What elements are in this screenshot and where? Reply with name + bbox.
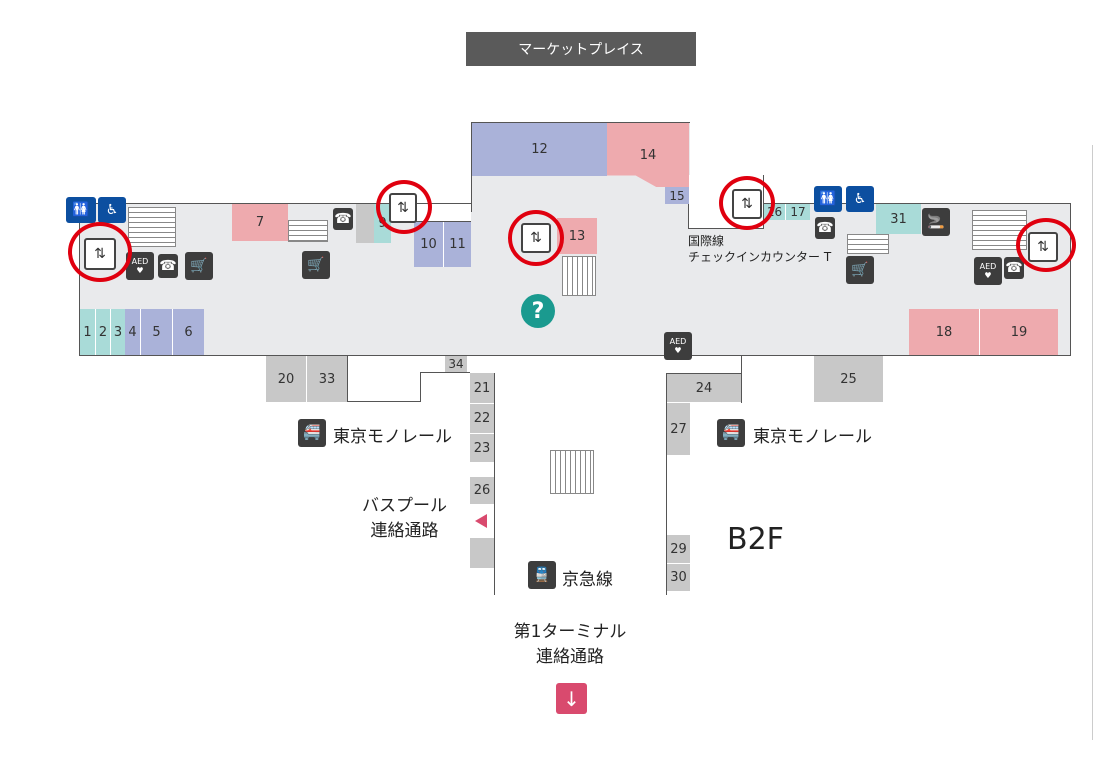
- baggage-cart-icon: 🛒: [185, 252, 213, 280]
- shop-20[interactable]: 20: [266, 356, 306, 402]
- shop-27[interactable]: 27: [667, 403, 690, 455]
- aed-label: AED: [979, 262, 997, 271]
- shop-22[interactable]: 22: [470, 403, 494, 433]
- shop-18[interactable]: 18: [909, 309, 979, 355]
- bus-pool-line2: 連絡通路: [370, 521, 439, 541]
- shop-11[interactable]: 11: [443, 222, 471, 267]
- information-icon[interactable]: ?: [521, 294, 555, 328]
- shop-25[interactable]: 25: [814, 356, 883, 402]
- keikyu-label[interactable]: 京急線: [562, 570, 613, 590]
- aed-icon: AED♥: [974, 257, 1002, 285]
- shop-26[interactable]: 26: [470, 477, 494, 504]
- accessible-restroom-icon: ♿: [98, 197, 126, 223]
- monorail-icon: 🚝: [298, 419, 326, 447]
- shop-19[interactable]: 19: [979, 309, 1058, 355]
- monorail-left-label[interactable]: 東京モノレール: [333, 427, 452, 447]
- phone-icon: ☎: [815, 217, 835, 239]
- intl-checkin-line2: チェックインカウンター T: [688, 250, 832, 264]
- shop-29[interactable]: 29: [667, 535, 690, 563]
- shop-34[interactable]: 34: [445, 356, 467, 372]
- phone-icon: ☎: [333, 208, 353, 230]
- floor-level-label: B2F: [727, 522, 784, 557]
- shop-33[interactable]: 33: [306, 356, 347, 402]
- train-icon: 🚆: [528, 561, 556, 589]
- shop-24[interactable]: 24: [667, 374, 741, 402]
- monorail-icon: 🚝: [717, 419, 745, 447]
- shop-5[interactable]: 5: [140, 309, 172, 355]
- elevator-highlight: [719, 176, 775, 230]
- escalator: [847, 234, 889, 254]
- shop-12[interactable]: 12: [472, 123, 607, 176]
- elevator-icon[interactable]: ⇅: [389, 193, 417, 223]
- shop-6[interactable]: 6: [172, 309, 204, 355]
- shop-15[interactable]: 15: [665, 187, 689, 204]
- intl-checkin-line1: 国際線: [688, 234, 725, 248]
- elevator-icon[interactable]: ⇅: [732, 189, 762, 219]
- elevator-highlight: [376, 180, 432, 234]
- shop-3[interactable]: 3: [110, 309, 125, 355]
- elevator-icon[interactable]: ⇅: [521, 223, 551, 253]
- aed-icon: AED♥: [664, 332, 692, 360]
- terminal1-line2: 連絡通路: [536, 647, 604, 667]
- monorail-right-label[interactable]: 東京モノレール: [753, 427, 872, 447]
- bus-pool-line1: バスプール: [362, 496, 447, 516]
- left-arrow-icon: [475, 514, 487, 528]
- aed-label: AED: [131, 257, 149, 266]
- phone-icon: ☎: [158, 254, 178, 278]
- elevator-icon[interactable]: ⇅: [1028, 232, 1058, 262]
- shop-17[interactable]: 17: [785, 204, 810, 220]
- terminal1-line1: 第1ターミナル: [513, 622, 627, 642]
- shop-30[interactable]: 30: [667, 563, 690, 591]
- elevator-icon[interactable]: ⇅: [84, 238, 116, 270]
- escalator: [288, 220, 328, 242]
- restroom-icon: 🚻: [66, 197, 96, 223]
- shop-1[interactable]: 1: [80, 309, 95, 355]
- aed-icon: AED♥: [126, 252, 154, 280]
- baggage-cart-icon: 🛒: [846, 256, 874, 284]
- marketplace-banner[interactable]: マーケットプレイス: [466, 32, 696, 66]
- terminal1-passage-label[interactable]: 第1ターミナル 連絡通路: [505, 620, 635, 670]
- down-arrow-icon[interactable]: ↓: [556, 683, 587, 714]
- phone-icon: ☎: [1004, 257, 1024, 279]
- shop-4[interactable]: 4: [125, 309, 140, 355]
- shop-2[interactable]: 2: [95, 309, 110, 355]
- shop-23[interactable]: 23: [470, 433, 494, 462]
- shop-31[interactable]: 31: [876, 204, 921, 234]
- elevator-highlight: [508, 210, 564, 266]
- elevator-highlight: [68, 222, 132, 282]
- intl-checkin-label: 国際線 チェックインカウンター T: [688, 233, 831, 265]
- shop-28[interactable]: [470, 538, 494, 568]
- escalator: [128, 207, 176, 247]
- bus-pool-passage-label[interactable]: バスプール 連絡通路: [362, 494, 447, 544]
- accessible-restroom-icon: ♿: [846, 186, 874, 212]
- escalator: [562, 256, 596, 296]
- aed-label: AED: [669, 337, 687, 346]
- smoking-area-icon: 🚬: [922, 208, 950, 236]
- elevator-highlight: [1016, 218, 1076, 272]
- restroom-icon: 🚻: [814, 186, 842, 212]
- shop-8[interactable]: [356, 204, 374, 243]
- shop-21[interactable]: 21: [470, 373, 494, 403]
- escalator: [550, 450, 594, 494]
- shop-7[interactable]: 7: [232, 204, 288, 241]
- baggage-cart-icon: 🛒: [302, 251, 330, 279]
